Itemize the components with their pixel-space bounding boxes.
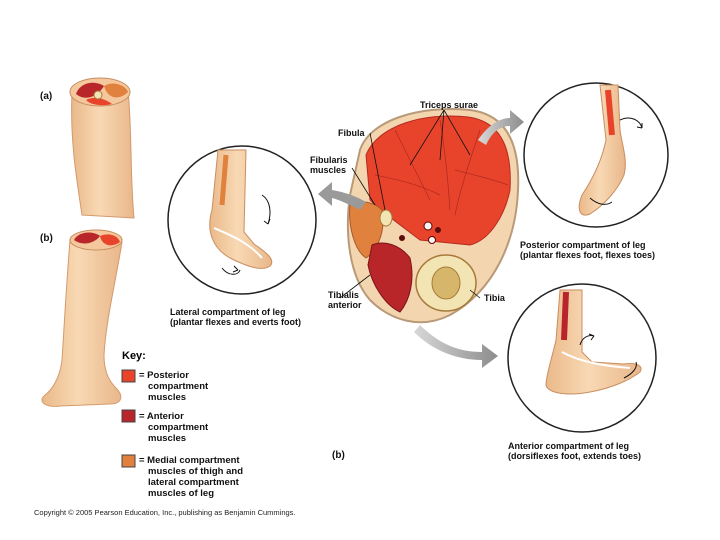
fibula-label: Fibula [338,128,365,138]
key-title: Key: [122,350,146,362]
tibia-label: Tibia [484,293,505,303]
lateral-compartment-circle [167,145,317,295]
triceps-surae-label: Triceps surae [420,100,479,110]
posterior-caption-1: Posterior compartment of leg [520,240,646,250]
anterior-caption-1: Anterior compartment of leg [508,441,630,451]
panel-label-b-left: (b) [40,233,53,244]
panel-label-a: (a) [40,91,53,102]
key-anterior-line-3: muscles [148,433,187,444]
panel-label-b-center: (b) [332,450,345,461]
key-anterior-line-2: compartment [148,422,209,433]
key-anterior-line-1: = Anterior [139,411,184,422]
posterior-caption-2: (plantar flexes foot, flexes toes) [520,250,656,260]
lower-leg-illustration [41,229,123,407]
lateral-caption-2: (plantar flexes and everts foot) [170,317,302,327]
anterior-caption-2: (dorsiflexes foot, extends toes) [508,451,642,461]
tibialis-label-2: anterior [328,300,362,310]
leg-cross-section [346,108,520,324]
thigh-segment-illustration [69,77,135,219]
key-medial-line-4: muscles of leg [148,488,214,499]
leader-lines [339,109,481,299]
key-medial-line-1: = Medial compartment [139,455,240,466]
gray-arrows [318,110,524,368]
fibularis-label-2: muscles [310,165,347,175]
fibularis-label-1: Fibularis [310,155,348,165]
tibialis-label-1: Tibialis [328,290,359,300]
key-posterior-line-1: = Posterior [139,370,189,381]
anterior-compartment-circle [507,283,657,433]
key-posterior-line-3: muscles [148,392,187,403]
posterior-compartment-circle [523,82,669,228]
copyright-notice: Copyright © 2005 Pearson Education, Inc.… [34,508,296,517]
key-medial-line-3: lateral compartment [148,477,239,488]
key-swatch-lateral [121,454,136,468]
lateral-caption-1: Lateral compartment of leg [170,307,286,317]
key-posterior-line-2: compartment [148,381,209,392]
key-medial-line-2: muscles of thigh and [148,466,244,477]
key-swatch-posterior [121,369,136,383]
key-swatch-anterior [121,409,136,423]
